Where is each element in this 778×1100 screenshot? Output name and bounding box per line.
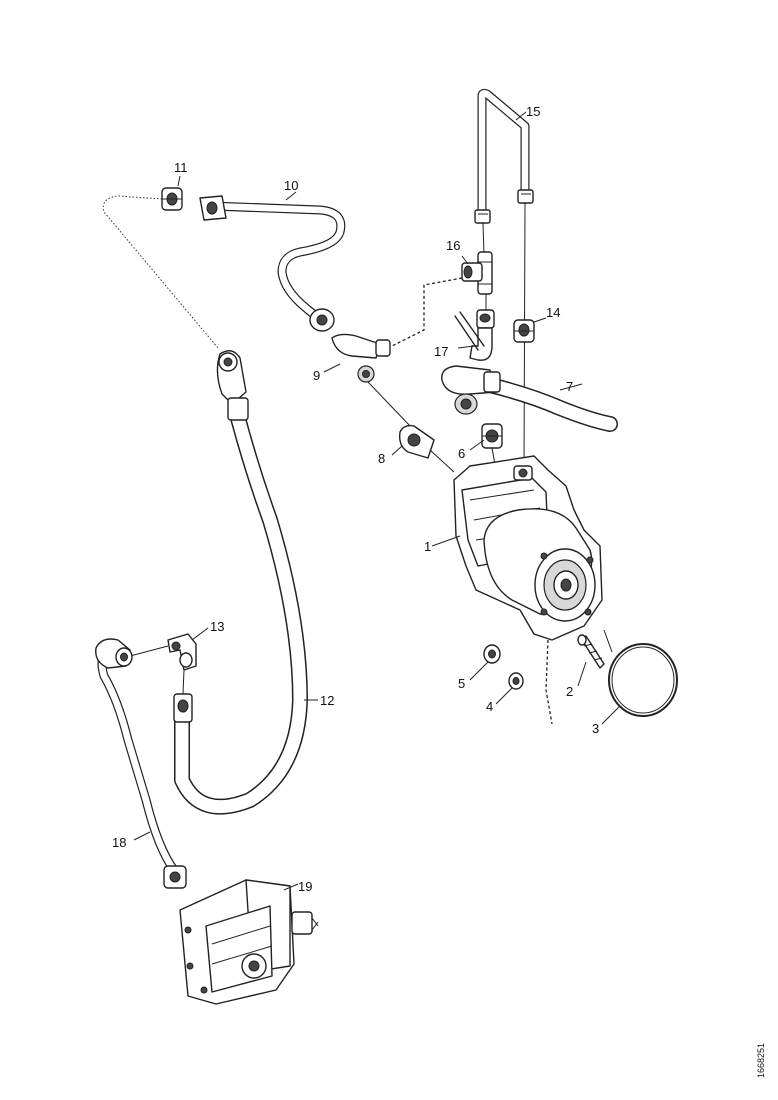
callout-18: 18 <box>112 835 126 850</box>
part-3-o-ring <box>603 629 678 717</box>
part-19-gear-pump <box>179 879 319 1005</box>
callout-6: 6 <box>458 446 465 461</box>
callout-14: 14 <box>546 305 560 320</box>
callout-10: 10 <box>284 178 298 193</box>
callout-11: 11 <box>174 160 188 175</box>
part-2-bolt <box>577 634 605 669</box>
callout-3: 3 <box>592 721 599 736</box>
part-5-nut <box>483 644 501 664</box>
part-14-union-nut <box>513 319 535 343</box>
part-1-main-pump <box>453 455 603 641</box>
part-11-fitting <box>161 187 183 211</box>
callout-13: 13 <box>210 619 224 634</box>
callout-1: 1 <box>424 539 431 554</box>
dashed-line-1-4 <box>545 639 553 725</box>
part-4-nut <box>508 672 524 690</box>
callout-19: 19 <box>298 879 312 894</box>
part-15-u-tube <box>474 88 534 224</box>
assembly-line-9-8 <box>367 381 413 429</box>
callout-17: 17 <box>434 344 448 359</box>
callout-4: 4 <box>486 699 493 714</box>
callout-16: 16 <box>446 238 460 253</box>
assembly-line-15-16 <box>482 222 485 256</box>
part-8-fitting <box>398 424 455 473</box>
part-13-elbow-fitting <box>167 633 197 695</box>
leader-lines <box>133 111 621 891</box>
part-18-pipe <box>95 638 187 889</box>
callout-labels: 1 2 3 4 5 6 7 8 9 10 11 12 13 14 15 16 1… <box>112 104 599 894</box>
part-7-hose-right <box>441 365 618 432</box>
callout-5: 5 <box>458 676 465 691</box>
callout-7: 7 <box>566 379 573 394</box>
part-16-tee-fitting <box>461 251 493 295</box>
callout-8: 8 <box>378 451 385 466</box>
callout-15: 15 <box>526 104 540 119</box>
assembly-line-11-12 <box>102 195 219 349</box>
callout-12: 12 <box>320 693 334 708</box>
part-6-fitting <box>481 423 503 471</box>
part-9-fitting <box>331 333 391 383</box>
callout-2: 2 <box>566 684 573 699</box>
part-12-long-hose <box>173 350 308 815</box>
dashed-line-16-9 <box>391 277 463 347</box>
part-17-elbow-fitting <box>454 309 495 361</box>
assembly-line-13-18 <box>129 645 169 657</box>
reference-number: 1668251 <box>756 1043 766 1078</box>
callout-9: 9 <box>313 368 320 383</box>
part-10-curved-pipe <box>199 195 346 332</box>
